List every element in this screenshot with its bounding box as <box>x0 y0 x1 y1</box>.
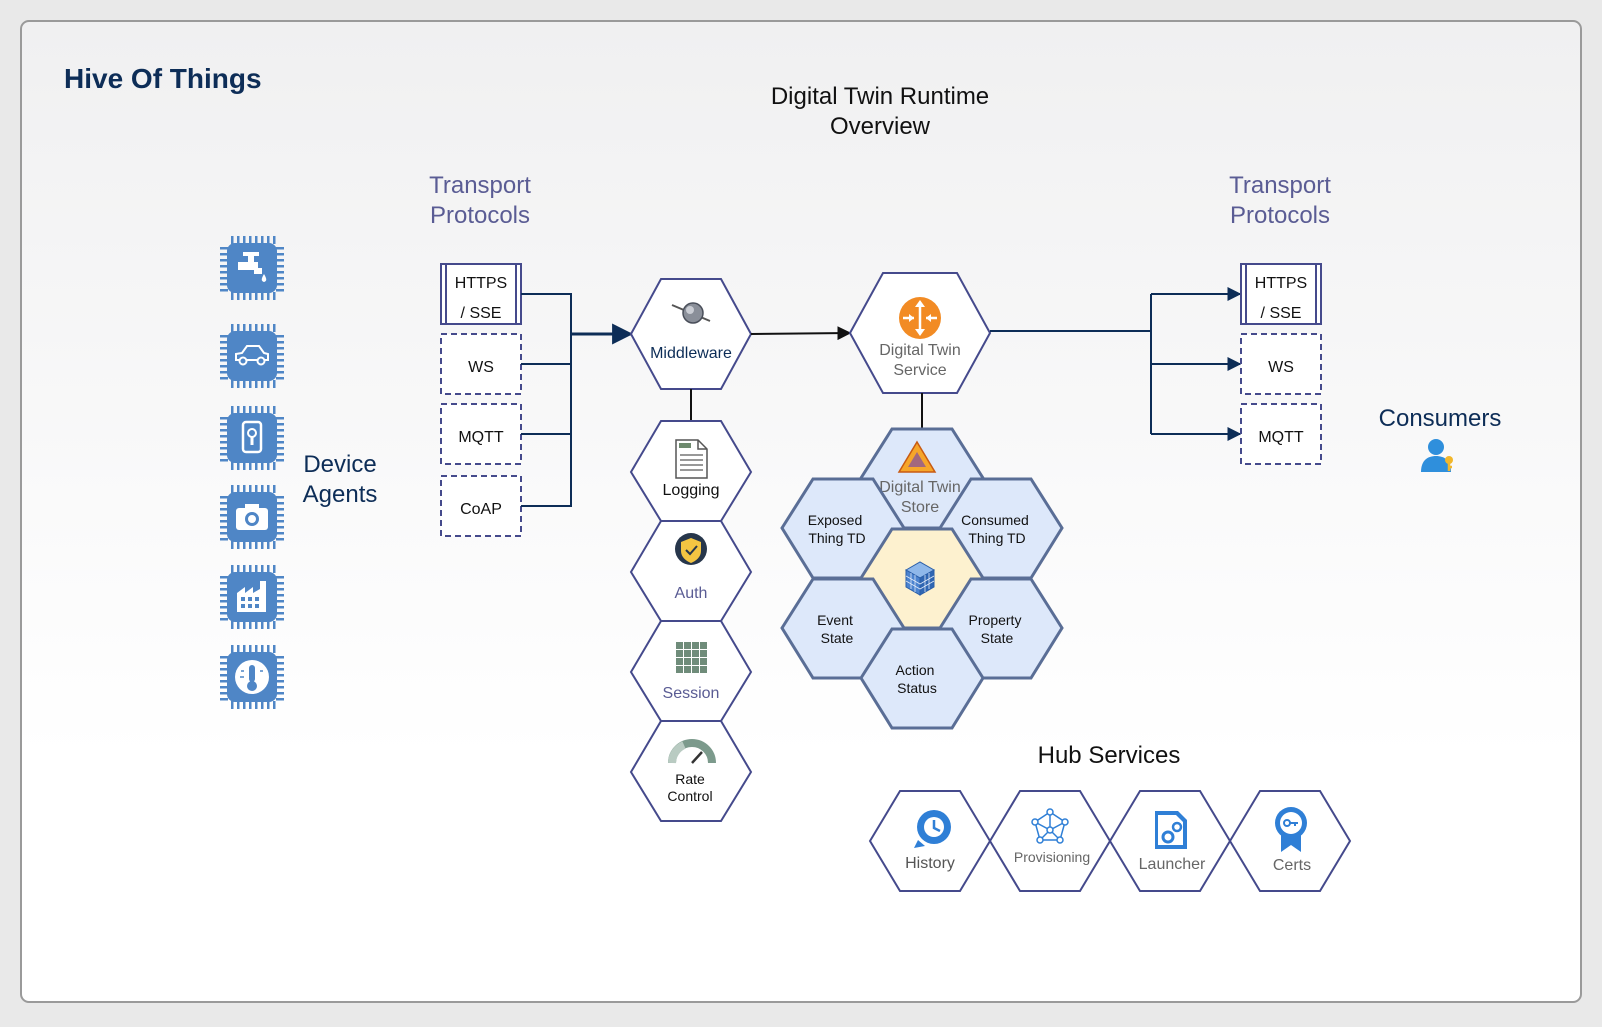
protocol-left-mqtt-label: MQTT <box>458 429 504 446</box>
hub-service-certs[interactable]: Certs <box>1228 790 1352 892</box>
consumers-label: Consumers <box>1379 405 1502 432</box>
device-agents-label-line1: Device <box>303 451 376 478</box>
middleware-rate-control[interactable]: Rate Control <box>629 720 753 822</box>
transport-left-label-line1: Transport <box>429 172 531 199</box>
diagram-title-line1: Digital Twin Runtime <box>771 83 989 110</box>
digital-twin-store-cluster: Digital Twin Store Exposed Thing TD Cons… <box>780 427 1064 730</box>
user-key-icon[interactable] <box>1421 439 1453 472</box>
protocol-left-ws[interactable]: WS <box>440 333 522 395</box>
left-connectors <box>521 293 634 507</box>
session-label: Session <box>663 685 720 702</box>
middleware-node[interactable]: Middleware <box>629 278 753 390</box>
exposed-line2: Thing TD <box>808 530 865 546</box>
cert-badge-icon <box>1275 807 1307 852</box>
thermometer-chip-icon[interactable] <box>220 645 284 709</box>
store-label-line1: Digital Twin <box>879 479 961 496</box>
protocol-left-ws-label: WS <box>468 359 494 376</box>
history-icon <box>914 810 951 848</box>
hub-services-title: Hub Services <box>1038 742 1181 769</box>
cube-icon <box>904 561 936 596</box>
network-icon <box>1031 808 1069 844</box>
warning-triangle-icon <box>897 440 937 473</box>
shield-icon <box>675 533 707 565</box>
protocol-left-coap-label: CoAP <box>460 501 502 518</box>
hub-service-launcher[interactable]: Launcher <box>1108 790 1232 892</box>
auth-label: Auth <box>675 585 708 602</box>
grid-icon <box>676 642 707 673</box>
gear-file-icon <box>1155 811 1187 849</box>
protocol-left-https-line1: HTTPS <box>455 275 507 292</box>
property-line2: State <box>981 630 1014 646</box>
car-chip-icon[interactable] <box>220 324 284 388</box>
consumed-line1: Consumed <box>961 512 1029 528</box>
device-agents-label-line2: Agents <box>303 481 378 508</box>
middleware-logging[interactable]: Logging <box>629 420 753 522</box>
faucet-chip-icon[interactable] <box>220 236 284 300</box>
protocol-right-https-line1: HTTPS <box>1255 275 1307 292</box>
router-icon <box>899 297 941 339</box>
protocol-right-https-line2: / SSE <box>1261 305 1302 322</box>
digital-twin-service-line1: Digital Twin <box>879 342 961 359</box>
provisioning-label: Provisioning <box>1014 849 1090 865</box>
app-title: Hive Of Things <box>64 63 262 94</box>
protocol-left-mqtt[interactable]: MQTT <box>440 403 522 465</box>
protocol-right-ws[interactable]: WS <box>1240 333 1322 395</box>
middleware-auth[interactable]: Auth <box>629 520 753 622</box>
camera-chip-icon[interactable] <box>220 485 284 549</box>
lock-chip-icon[interactable] <box>220 406 284 470</box>
protocol-right-https[interactable]: HTTPS / SSE <box>1240 263 1322 325</box>
exposed-line1: Exposed <box>808 512 862 528</box>
transport-right-label-line2: Protocols <box>1230 202 1330 229</box>
hub-service-history[interactable]: History <box>868 790 992 892</box>
protocol-left-https[interactable]: HTTPS / SSE <box>440 263 522 325</box>
action-line2: Status <box>897 680 937 696</box>
transport-right-label-line1: Transport <box>1229 172 1331 199</box>
logging-label: Logging <box>663 482 720 499</box>
transport-left-label-line2: Protocols <box>430 202 530 229</box>
protocol-left-coap[interactable]: CoAP <box>440 475 522 537</box>
property-line1: Property <box>969 612 1022 628</box>
event-line1: Event <box>817 612 853 628</box>
gauge-icon <box>668 739 716 764</box>
launcher-label: Launcher <box>1139 856 1206 873</box>
event-line2: State <box>821 630 854 646</box>
history-label: History <box>905 855 955 872</box>
protocol-right-mqtt[interactable]: MQTT <box>1240 403 1322 465</box>
action-line1: Action <box>896 662 935 678</box>
store-cell-action-status[interactable]: Action Status <box>859 627 985 730</box>
protocol-left-https-line2: / SSE <box>461 305 502 322</box>
store-label-line2: Store <box>901 499 939 516</box>
satellite-icon <box>671 302 711 324</box>
log-file-icon <box>675 439 708 479</box>
middleware-label: Middleware <box>650 345 732 362</box>
consumed-line2: Thing TD <box>968 530 1025 546</box>
digital-twin-service-node[interactable]: Digital Twin Service <box>848 272 992 394</box>
protocol-right-ws-label: WS <box>1268 359 1294 376</box>
device-agents-group <box>220 236 284 709</box>
rate-control-label-line2: Control <box>667 788 712 804</box>
rate-control-label-line1: Rate <box>675 771 705 787</box>
factory-chip-icon[interactable] <box>220 565 284 629</box>
protocol-right-mqtt-label: MQTT <box>1258 429 1304 446</box>
middleware-to-service-arrow <box>750 326 852 341</box>
diagram-title-line2: Overview <box>830 113 931 140</box>
certs-label: Certs <box>1273 857 1311 874</box>
store-cell-consumed-thing-td[interactable]: Consumed Thing TD <box>938 477 1064 580</box>
right-connectors <box>990 287 1242 441</box>
digital-twin-service-line2: Service <box>893 362 946 379</box>
